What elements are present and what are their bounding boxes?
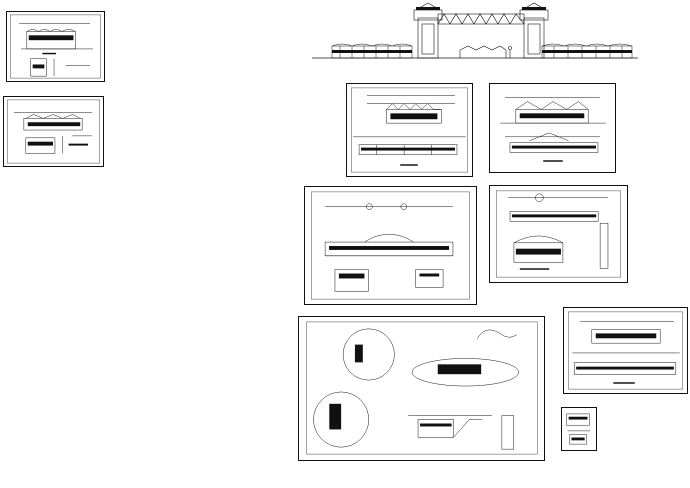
sheet-linework bbox=[566, 413, 591, 445]
drawing-sheet[interactable] bbox=[6, 11, 105, 82]
sheet-linework bbox=[10, 14, 101, 79]
drawing-sheet[interactable] bbox=[489, 185, 628, 283]
drawing-sheet[interactable] bbox=[346, 83, 473, 177]
drawing-sheet[interactable] bbox=[3, 96, 104, 167]
drawing-sheet[interactable] bbox=[489, 83, 616, 173]
sheet-linework bbox=[500, 97, 606, 162]
sheet-linework bbox=[311, 191, 470, 300]
sheet-linework bbox=[7, 99, 100, 164]
drawing-sheet[interactable] bbox=[563, 307, 688, 394]
drawing-sheet[interactable] bbox=[561, 407, 597, 451]
drawing-sheet[interactable] bbox=[304, 186, 477, 305]
sheet-linework bbox=[568, 311, 683, 390]
sheet-linework bbox=[306, 321, 538, 455]
gate-elevation-drawing[interactable] bbox=[310, 0, 640, 62]
drawing-sheet[interactable] bbox=[298, 316, 545, 461]
sheet-linework bbox=[351, 87, 468, 173]
sheet-linework bbox=[496, 190, 621, 278]
